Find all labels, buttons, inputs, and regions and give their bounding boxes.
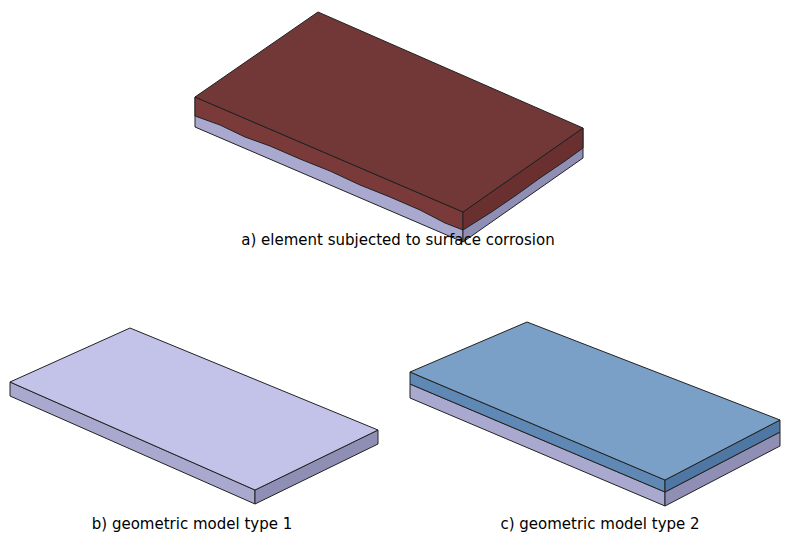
model-type-2 [410,322,780,506]
figure-caption: b) geometric model type 1 [92,515,292,533]
figure-caption: c) geometric model type 2 [500,515,699,533]
corroded-plate [195,12,583,242]
model-type-1 [10,328,378,504]
figure-caption: a) element subjected to surface corrosio… [241,231,554,249]
